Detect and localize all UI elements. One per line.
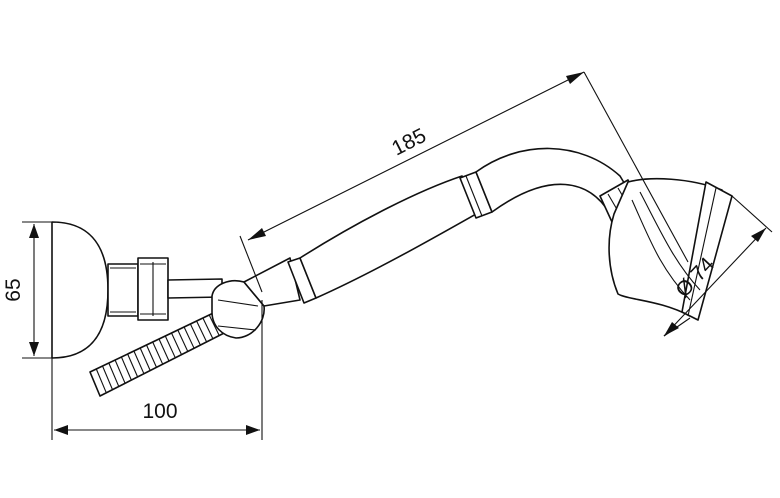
arrowhead	[54, 425, 68, 435]
hose-rib	[189, 323, 201, 346]
hose-rib	[152, 341, 164, 365]
hand-shower	[211, 147, 733, 339]
ceramic-handle	[299, 175, 477, 299]
dimension-holder-reach: 100	[51, 300, 263, 440]
arrowhead	[751, 228, 766, 242]
arrowhead	[29, 224, 39, 238]
dimension-holder-height: 65	[2, 221, 54, 359]
wall-rose	[51, 221, 109, 359]
hose-rib	[120, 356, 132, 381]
hose-rib	[139, 347, 151, 371]
arrowhead	[246, 425, 260, 435]
arrowhead	[248, 228, 266, 240]
holder-collar	[107, 263, 139, 317]
hose-rib	[95, 368, 107, 394]
hose-rib	[202, 317, 214, 339]
hose-rib	[114, 359, 126, 384]
hose	[89, 305, 239, 397]
hose-rib	[183, 326, 195, 349]
arrowhead	[566, 72, 584, 84]
dimension-label-65: 65	[2, 278, 25, 301]
dimension-line-74	[663, 227, 767, 337]
dimension-label-100: 100	[142, 400, 177, 423]
hose-rib	[171, 332, 182, 355]
arrowhead	[29, 342, 39, 356]
swivel-connector	[211, 280, 265, 339]
hose-rib	[133, 350, 145, 374]
neck-tube	[243, 257, 301, 307]
hose-rib	[208, 314, 220, 336]
hose-rib	[145, 344, 158, 368]
hose-rib	[158, 338, 170, 362]
hose-rib	[196, 320, 208, 343]
hose-rib	[177, 329, 189, 352]
dimension-label-185: 185	[388, 124, 430, 160]
hose-rib	[127, 353, 139, 378]
arrowhead	[664, 322, 679, 336]
hose-rib	[108, 362, 120, 387]
wall-holder	[51, 221, 223, 359]
hose-rib	[101, 365, 114, 390]
hose-rib	[164, 335, 176, 359]
dimension-line-185	[247, 71, 585, 241]
